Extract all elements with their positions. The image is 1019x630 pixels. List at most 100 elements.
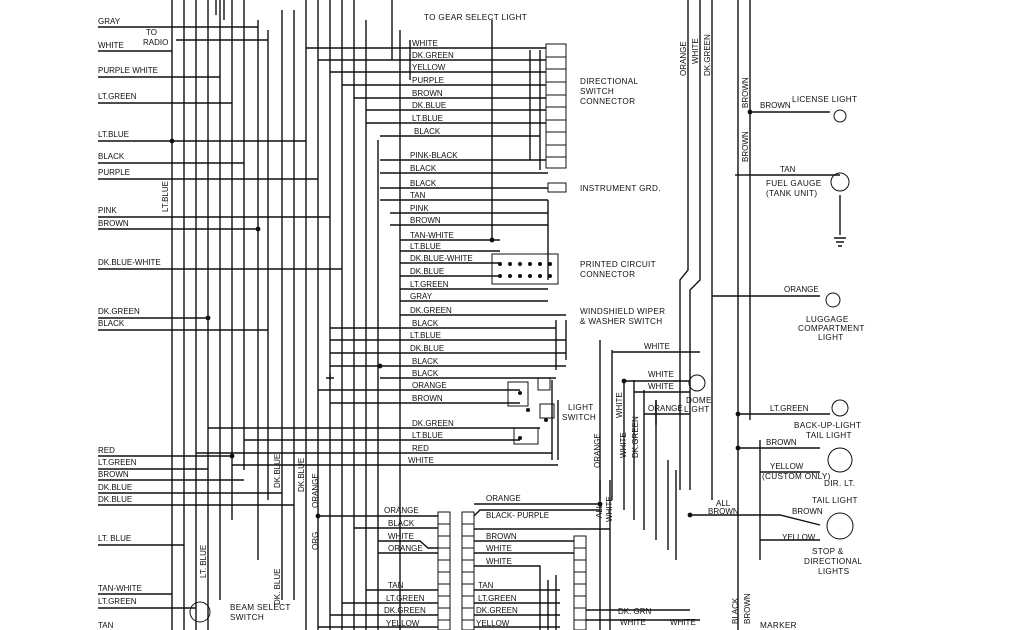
component-label: (TANK UNIT) xyxy=(766,189,817,198)
wire-label: TAN-WHITE xyxy=(98,584,142,593)
wire-label: ORANGE xyxy=(311,473,320,508)
wire-label: LT.BLUE xyxy=(410,331,441,340)
component-label: BEAM SELECT xyxy=(230,603,291,612)
wire-label: ORANGE xyxy=(593,433,602,468)
light-stack-labels: ORANGE BROWN DK.GREEN LT.BLUE RED WHITE xyxy=(408,381,454,465)
wire-label: WHITE xyxy=(670,618,696,627)
left-vertical-bus xyxy=(171,0,393,630)
wire-label: BROWN xyxy=(743,593,752,624)
wire-label: DK.BLUE-WHITE xyxy=(98,258,161,267)
wire-label: TAN xyxy=(410,191,426,200)
wire-label: BROWN xyxy=(98,470,129,479)
wire-label: ORANGE xyxy=(784,285,819,294)
wire-label: BLACK xyxy=(388,519,415,528)
wire-label: ORANGE xyxy=(648,404,683,413)
wire-label: DK.BLUE xyxy=(410,267,444,276)
printed-circuit-connector xyxy=(491,253,559,285)
component-label: BACK-UP-LIGHT xyxy=(794,421,861,430)
ground-icon xyxy=(326,237,846,380)
wire-label: PINK-BLACK xyxy=(410,151,458,160)
wire-label: BROWN xyxy=(486,532,517,541)
wire-label: YELLOW xyxy=(476,619,510,628)
wire-label: PURPLE xyxy=(412,76,444,85)
component-label: TAIL LIGHT xyxy=(806,431,852,440)
wire-label: BLACK xyxy=(412,319,439,328)
directional-stack-labels: WHITE DK.GREEN YELLOW PURPLE BROWN DK.BL… xyxy=(412,39,454,136)
wire-label: BLACK xyxy=(98,319,125,328)
component-label: DOME xyxy=(686,396,712,405)
wire-label: DK.BLUE xyxy=(297,458,306,492)
wire-label: ORANGE xyxy=(412,381,447,390)
component-label: SWITCH xyxy=(562,413,596,422)
component-label: STOP & xyxy=(812,547,844,556)
instrument-ground-terminal xyxy=(547,182,567,193)
wire-label: WHITE xyxy=(648,382,674,391)
wire-label: DK.BLUE xyxy=(273,454,282,488)
component-label: DIRECTIONAL xyxy=(804,557,862,566)
radio-label: RADIO xyxy=(143,38,168,47)
wire-label: BROWN xyxy=(412,394,443,403)
wire-label: ORANGE xyxy=(388,544,423,553)
wire-label: BLACK xyxy=(410,164,437,173)
wire-label: DK. BLUE xyxy=(273,569,282,605)
wire-label: RED xyxy=(412,444,429,453)
wire-label: PURPLE xyxy=(98,168,130,177)
wire-label: BROWN xyxy=(412,89,443,98)
mid-stack-labels: PINK-BLACK BLACK BLACK TAN PINK BROWN TA… xyxy=(410,151,473,315)
wire-label: BROWN xyxy=(766,438,797,447)
component-label: CONNECTOR xyxy=(580,97,635,106)
junction-dots xyxy=(169,109,753,519)
radio-label-to: TO xyxy=(146,28,157,37)
wire-label: GRAY xyxy=(410,292,433,301)
component-label: LIGHT xyxy=(684,405,710,414)
wire-label: WHITE xyxy=(98,41,124,50)
right-wire-labels: BROWN TAN ORANGE WHITE WHITE WHITE ORANG… xyxy=(618,101,823,627)
wire-label: TAN xyxy=(98,621,114,630)
wire-label: WHITE xyxy=(605,496,614,522)
wire-label: BLACK xyxy=(414,127,441,136)
wire-label: ORANGE xyxy=(679,41,688,76)
wire-label: BLACK xyxy=(412,357,439,366)
wire-label: PURPLE WHITE xyxy=(98,66,158,75)
wire-label: PINK xyxy=(98,206,117,215)
wire-label: DK.GREEN xyxy=(703,34,712,76)
wire-label: BROWN xyxy=(760,101,791,110)
wire-label: RED xyxy=(98,446,115,455)
wire-label: WHITE xyxy=(388,532,414,541)
wire-label: LT.GREEN xyxy=(98,92,137,101)
wire-label: DK.BLUE xyxy=(98,495,132,504)
component-label: COMPARTMENT xyxy=(798,324,865,333)
wire-label: GRAY xyxy=(98,17,121,26)
wire-label: BLACK xyxy=(731,597,740,624)
wire-label: WHITE xyxy=(412,39,438,48)
component-label: MARKER xyxy=(760,621,797,630)
lower-connector-blocks xyxy=(437,511,587,630)
wire-label: BROWN xyxy=(741,77,750,108)
component-label: SWITCH xyxy=(230,613,264,622)
wire-label: ORANGE xyxy=(384,506,419,515)
wire-label: DK.BLUE-WHITE xyxy=(410,254,473,263)
wire-label: LT.BLUE xyxy=(412,431,443,440)
component-label: PRINTED CIRCUIT xyxy=(580,260,656,269)
wire-label: WHITE xyxy=(644,342,670,351)
wire-label: DK.GREEN xyxy=(98,307,140,316)
component-label: LICENSE LIGHT xyxy=(792,95,857,104)
wire-label: WHITE xyxy=(691,38,700,64)
component-label: (CUSTOM ONLY) xyxy=(762,472,831,481)
right-horizontal-wires xyxy=(612,111,841,541)
light-switch-body xyxy=(507,377,555,445)
wire-label: BROWN xyxy=(792,507,823,516)
wire-label: TAN-WHITE xyxy=(410,231,454,240)
component-label: DIR. LT. xyxy=(824,479,855,488)
wire-label: ORANGE xyxy=(486,494,521,503)
wire-label: WHITE xyxy=(486,544,512,553)
wire-label: LT. BLUE xyxy=(98,534,131,543)
wire-label: DK.BLUE xyxy=(410,344,444,353)
wire-label: TAN xyxy=(388,581,404,590)
wire-label: TAN xyxy=(478,581,494,590)
wire-label: BROWN xyxy=(410,216,441,225)
wire-label: DK. GRN xyxy=(618,607,652,616)
wire-label: LT.BLUE xyxy=(98,130,129,139)
wire-label: LT.BLUE xyxy=(410,242,441,251)
